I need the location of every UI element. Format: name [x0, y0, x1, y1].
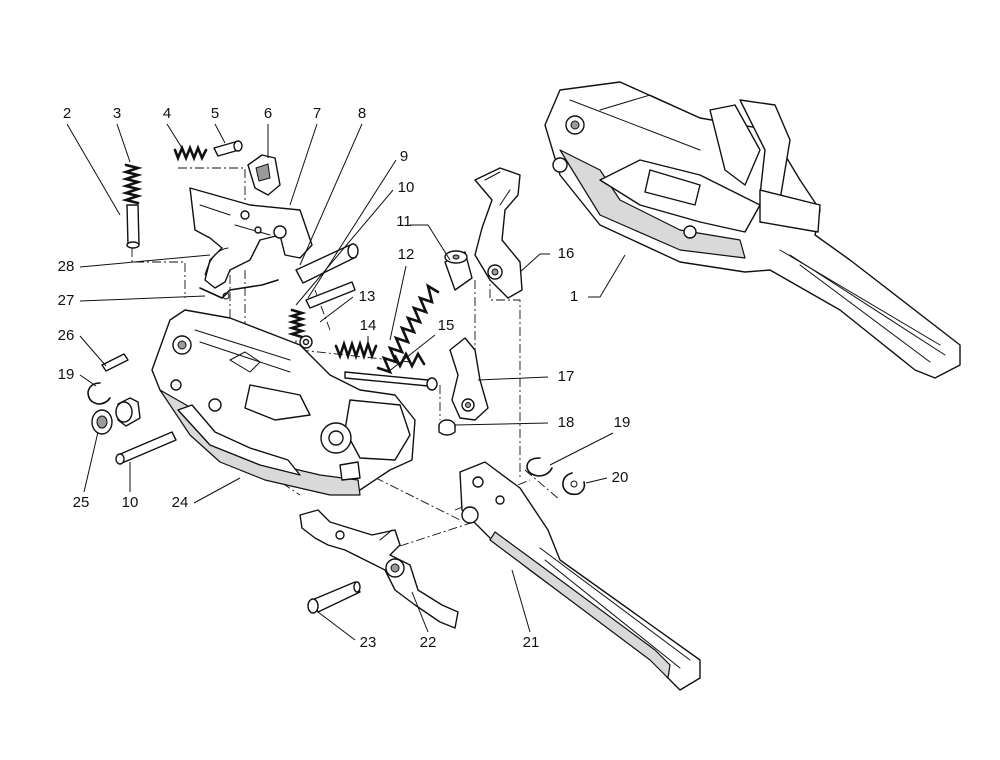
callout-22: 22	[420, 634, 437, 651]
callout-21: 21	[523, 634, 540, 651]
part-13-pin	[305, 281, 356, 309]
part-13-washer	[299, 335, 313, 349]
part-7-pin	[295, 243, 359, 284]
part-19-clip-left	[87, 382, 111, 405]
part-25-knob	[91, 397, 141, 435]
callout-26: 26	[58, 327, 75, 344]
callout-2: 2	[63, 105, 71, 122]
leader-lines	[66, 123, 626, 641]
callout-23: 23	[360, 634, 377, 651]
callout-27: 27	[58, 292, 75, 309]
callout-labels: 2 3 4 5 6 7 8 9 10 11 12 13 14 15 16 1 2…	[58, 105, 631, 651]
part-12-main-spring	[376, 283, 440, 375]
callout-11: 11	[396, 213, 412, 230]
part-26-roll-pin	[101, 353, 129, 372]
part-17-sear	[449, 337, 489, 421]
callout-17: 17	[558, 368, 575, 385]
callout-10-lower: 10	[122, 494, 139, 511]
callout-5: 5	[211, 105, 219, 122]
callout-13: 13	[359, 288, 376, 305]
part-6-sear-block	[247, 154, 281, 196]
callout-16: 16	[558, 245, 575, 262]
part-4-small-spring	[173, 144, 208, 162]
callout-8: 8	[358, 105, 366, 122]
callout-20: 20	[612, 469, 629, 486]
part-3-plunger-spring	[121, 163, 143, 249]
part-19-clip-right	[526, 457, 553, 477]
callout-18: 18	[558, 414, 575, 431]
part-24-housing	[151, 309, 416, 496]
part-20-e-clip	[562, 472, 586, 496]
callout-25: 25	[73, 494, 90, 511]
part-21-trigger-blade	[459, 461, 701, 691]
callout-24: 24	[172, 494, 189, 511]
callout-6: 6	[264, 105, 272, 122]
part-8-spring	[287, 308, 307, 339]
part-27-wire-spring	[199, 279, 279, 300]
part-11-hammer-plunger	[444, 250, 473, 291]
callout-19-left: 19	[58, 366, 75, 383]
callout-28: 28	[58, 258, 75, 275]
part-10-pin	[115, 431, 177, 465]
part-28-trigger-bracket	[189, 187, 313, 289]
callout-15: 15	[438, 317, 455, 334]
callout-1: 1	[570, 288, 578, 305]
callout-7: 7	[313, 105, 321, 122]
part-11-hammer	[474, 167, 523, 299]
part-5-plunger-pin	[213, 140, 243, 157]
callout-14: 14	[360, 317, 377, 334]
callout-4: 4	[163, 105, 171, 122]
callout-3: 3	[113, 105, 121, 122]
part-15-rod	[344, 351, 438, 391]
callout-10-upper: 10	[398, 179, 415, 196]
part-22-trigger-plate	[299, 509, 459, 629]
callout-19-right: 19	[614, 414, 631, 431]
part-14-spring	[334, 339, 378, 361]
part-18-bushing	[438, 419, 456, 436]
callout-9: 9	[400, 148, 408, 165]
part-23-pin	[307, 581, 361, 614]
callout-12: 12	[398, 246, 415, 263]
part-1-assembled-trigger-group	[544, 81, 961, 379]
